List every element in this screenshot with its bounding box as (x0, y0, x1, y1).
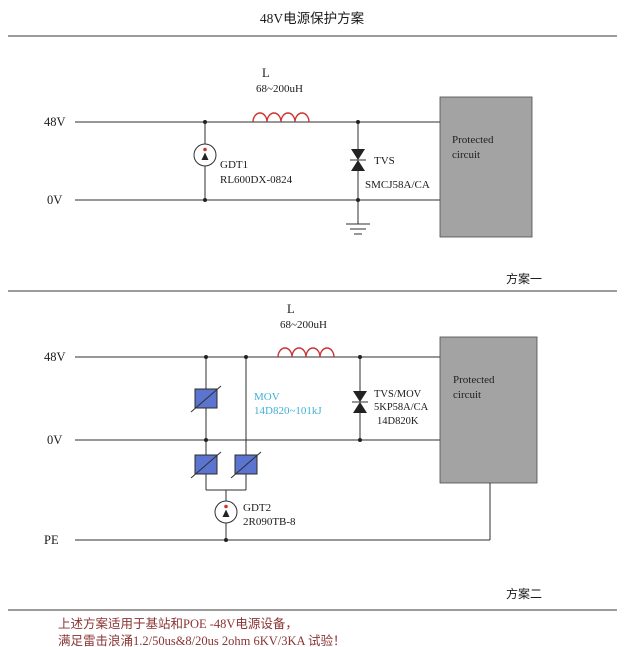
tvs-symbol (350, 122, 366, 200)
gdt-part-label: RL600DX-0824 (220, 174, 293, 186)
footer-note-line1: 上述方案适用于基站和POE -48V电源设备， (58, 616, 298, 631)
tvs-part-label: SMCJ58A/CA (365, 179, 430, 191)
mov-symbol-3 (230, 451, 262, 479)
protected-box-line2: circuit (452, 149, 480, 161)
rail-pe-label: PE (44, 533, 59, 547)
footer-note-line2: 满足雷击浪涌1.2/50us&8/20us 2ohm 6KV/3KA 试验！ (58, 633, 346, 647)
page-title: 48V电源保护方案 (260, 10, 365, 26)
gdt-dot-icon (203, 147, 207, 152)
inductor-symbol (252, 112, 310, 123)
protected-box-line1: Protected (452, 134, 494, 146)
protected-circuit-box (439, 336, 538, 484)
inductor-value-label: 68~200uH (256, 83, 303, 95)
mov-diagonal (190, 385, 222, 413)
mov-symbol-1 (190, 385, 222, 413)
tvs-symbol (352, 357, 368, 440)
mov-diagonal (190, 451, 222, 479)
rail-48v-label: 48V (44, 350, 66, 364)
inductor-value-label: 68~200uH (280, 319, 327, 331)
rail-48v-label: 48V (44, 115, 66, 129)
gdt-arrow-icon (201, 152, 209, 160)
scheme1-caption: 方案一 (506, 271, 542, 286)
mov-ref-label: MOV (254, 391, 280, 403)
tvs-triangle-bottom (351, 160, 365, 171)
gdt-dot-icon (224, 504, 228, 509)
junction-dots (203, 120, 360, 202)
tvs-part1-label: 5KP58A/CA (374, 402, 429, 413)
mov-part-label: 14D820~101kJ (254, 405, 322, 417)
gdt-ref-label: GDT1 (220, 159, 248, 171)
rail-0v-label: 0V (47, 193, 62, 207)
tvs-ref-label: TVS/MOV (374, 389, 422, 400)
scheme1-diagram: 48V 0V L 68~200uH GDT1 RL600DX-0824 (44, 66, 542, 286)
protected-box-line2: circuit (453, 389, 481, 401)
gdt-part-label: 2R090TB-8 (243, 516, 296, 528)
gdt-symbol (193, 122, 217, 200)
tvs-part2-label: 14D820K (377, 416, 419, 427)
tvs-triangle-top (353, 391, 367, 402)
ground-icon (346, 200, 370, 235)
scheme2-caption: 方案二 (506, 586, 542, 601)
protected-circuit-box (439, 96, 533, 238)
junction-dots (204, 355, 362, 542)
rail-0v-label: 0V (47, 433, 62, 447)
mov-symbol-2 (190, 451, 222, 479)
inductor-symbol (277, 347, 335, 358)
tvs-triangle-bottom (353, 402, 367, 413)
scheme2-diagram: 48V 0V PE L 68~200uH (44, 302, 542, 601)
tvs-triangle-top (351, 149, 365, 160)
protected-box-line1: Protected (453, 374, 495, 386)
gdt-arrow-icon (222, 509, 230, 517)
gdt-ref-label: GDT2 (243, 502, 271, 514)
gdt-symbol (214, 500, 238, 524)
mov-diagonal (230, 451, 262, 479)
inductor-ref-label: L (262, 66, 270, 80)
inductor-ref-label: L (287, 302, 295, 316)
tvs-ref-label: TVS (374, 155, 395, 167)
